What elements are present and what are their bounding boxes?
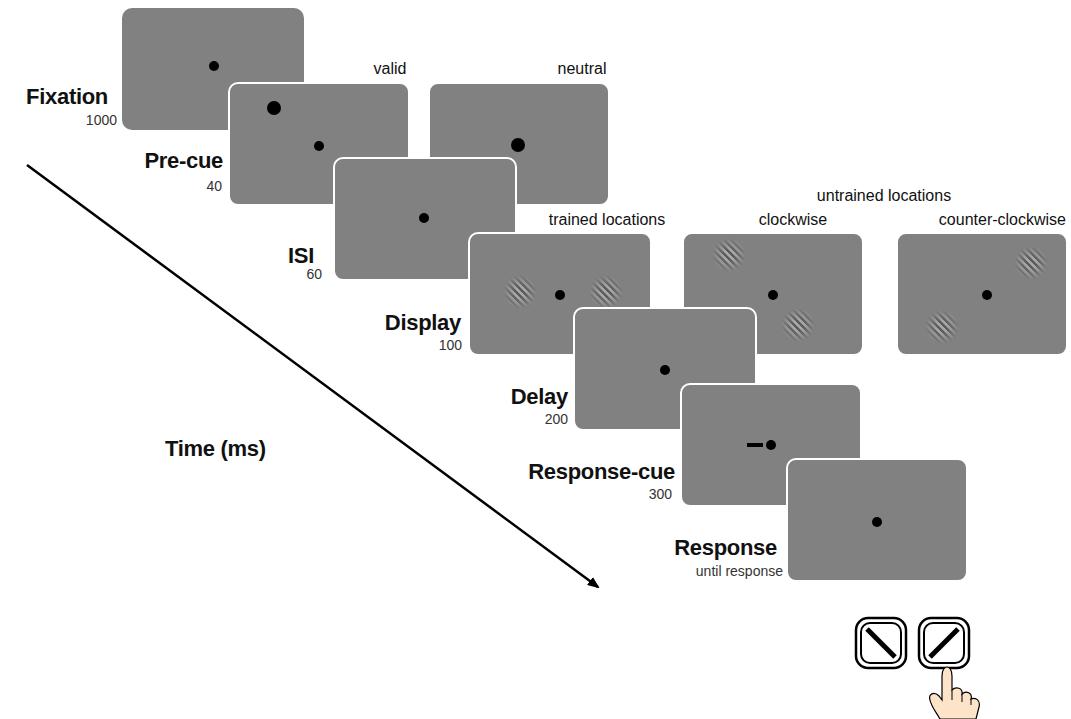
phase-name: ISI [288,243,314,269]
duration: 40 [206,178,222,194]
gabor-patch [712,238,746,272]
duration: 300 [649,486,672,502]
phase-name: Display [385,310,461,336]
fixation-dot [314,141,324,151]
fixation-dot [768,290,778,300]
response-keys [856,618,969,668]
condition-label: counter-clockwise [939,211,1066,229]
gabor-patch [1014,246,1048,280]
fixation-dot [982,290,992,300]
duration: 60 [306,266,322,282]
response-cue-line [747,443,763,447]
duration: 200 [545,411,568,427]
cue-dot [511,138,525,152]
gabor-patch [503,275,537,309]
group-label: untrained locations [817,187,951,205]
phase-name: Pre-cue [144,148,223,174]
duration: until response [696,563,783,579]
fixation-dot [555,290,565,300]
condition-label: neutral [558,60,607,78]
fixation-dot [419,213,429,223]
fixation-dot [660,365,670,375]
gabor-patch [781,308,815,342]
phase-name: Response [674,535,777,561]
display-screen: Responseuntil response [786,458,968,582]
axis-label: Time (ms) [165,436,266,462]
phase-name: Response-cue [528,459,675,485]
phase-name: Delay [511,384,568,410]
display-screen: counter-clockwise [896,232,1068,356]
cue-dot [267,101,281,115]
condition-label: valid [374,60,407,78]
gabor-patch [589,275,623,309]
fixation-dot [872,517,882,527]
condition-label: clockwise [759,211,827,229]
duration: 1000 [86,112,117,128]
gabor-patch [925,310,959,344]
hand-icon [930,667,980,719]
phase-name: Fixation [26,84,108,110]
condition-label: trained locations [549,211,666,229]
fixation-dot [766,440,776,450]
duration: 100 [439,337,462,353]
fixation-dot [209,61,219,71]
